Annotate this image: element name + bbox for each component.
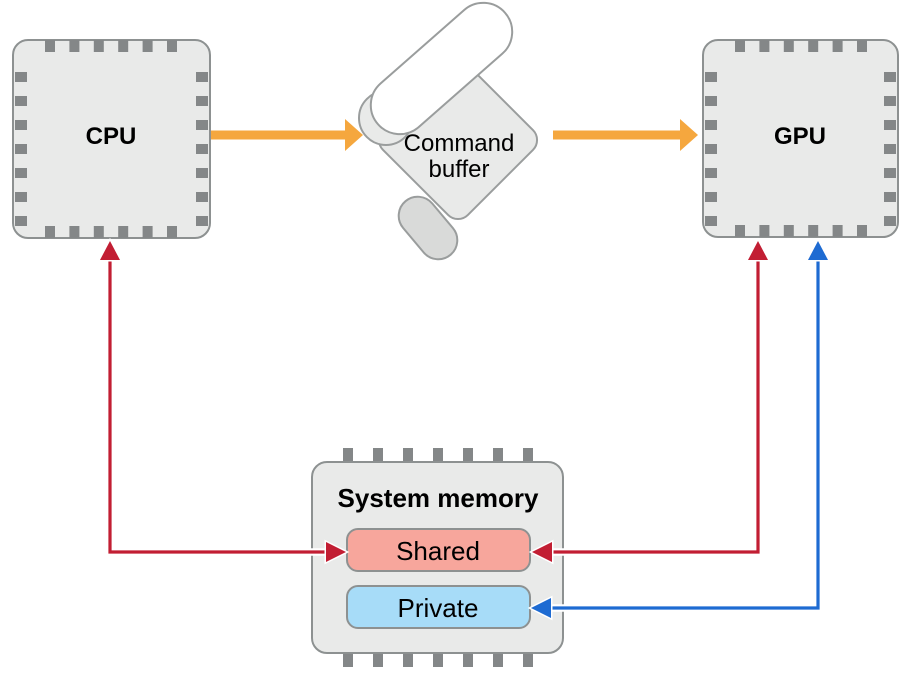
gpu-shared-arrowhead-left	[528, 539, 554, 565]
cpu-commandbuffer-arrowhead	[345, 119, 363, 151]
cpu-shared-arrowhead-right	[324, 539, 350, 565]
shared-memory-box	[346, 528, 531, 572]
gpu-label: GPU	[774, 123, 826, 150]
command-buffer-label-line2: buffer	[429, 156, 490, 183]
gpu-private-arrowhead-left	[527, 595, 553, 621]
cpu-shared-arrowhead-up	[97, 237, 123, 262]
gpu-shared-arrow	[528, 237, 771, 565]
gpu-private-arrow	[527, 237, 831, 621]
cpu-shared-arrow-casing	[106, 258, 333, 556]
gpu-shared-arrowhead-up	[745, 237, 771, 262]
commandbuffer-gpu-arrowhead	[680, 119, 698, 151]
commandbuffer-gpu-arrow	[553, 119, 698, 151]
gpu-private-arrowhead-up	[805, 237, 831, 262]
gpu-chip: GPU	[702, 39, 899, 238]
cpu-label: CPU	[86, 123, 137, 150]
cpu-shared-arrow	[97, 237, 350, 565]
command-buffer-label-line1: Command	[404, 130, 515, 157]
gpu-shared-arrow-casing	[549, 258, 762, 556]
cpu-commandbuffer-arrow	[211, 119, 363, 151]
scroll-top-roll	[369, 1, 514, 136]
system-memory-label: System memory	[338, 483, 539, 513]
shared-memory-label: Shared	[396, 536, 480, 566]
system-memory-chip: System memory Shared Private	[311, 448, 564, 667]
scroll-tail-roll	[397, 195, 459, 261]
gpu-private-arrow-line	[549, 258, 820, 610]
command-buffer-scroll: Command buffer	[358, 1, 539, 261]
cpu-chip: CPU	[12, 39, 211, 239]
gpu-chip-body	[702, 39, 899, 238]
cpu-shared-arrow-line	[108, 258, 333, 554]
cpu-chip-body	[12, 39, 211, 239]
private-memory-label: Private	[398, 593, 479, 623]
gpu-shared-arrow-line	[549, 258, 760, 554]
